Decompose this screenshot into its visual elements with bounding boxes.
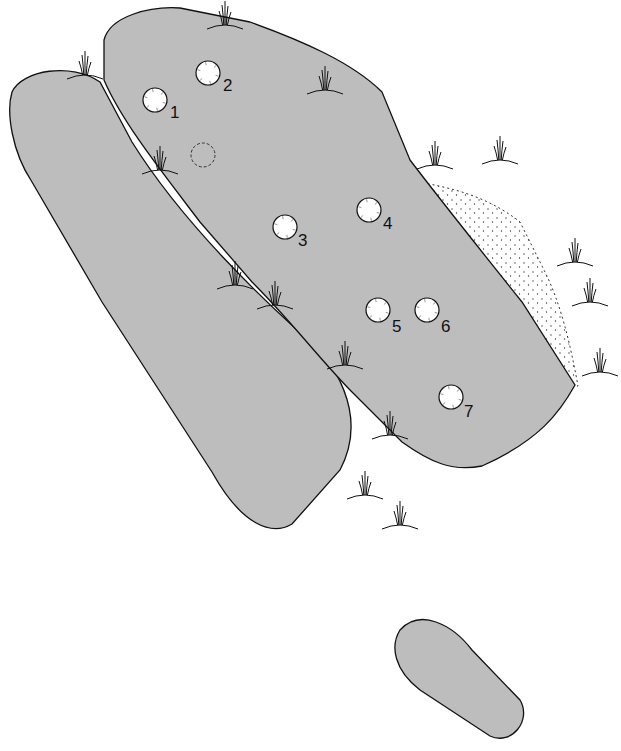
cupmark-tick: [433, 303, 435, 305]
rock-small: [395, 620, 524, 739]
cupmark-tick: [144, 96, 147, 98]
cupmark-tick: [435, 312, 438, 314]
cupmark: [439, 385, 463, 409]
cupmark-tick: [216, 75, 219, 77]
cupmark-tick: [375, 299, 377, 302]
cupmark: [357, 198, 381, 222]
cupmark-tick: [214, 66, 216, 68]
cupmark-tick: [448, 386, 450, 389]
cupmark-tick: [277, 232, 279, 234]
cupmark-tick: [161, 93, 163, 95]
cupmark-tick: [293, 229, 296, 231]
grass-tuft: [372, 411, 408, 439]
cupmark-tick: [419, 315, 421, 317]
grass-tuft: [572, 278, 608, 306]
cupmark: [366, 298, 390, 322]
cupmark-tick: [152, 89, 154, 92]
grass-tuft: [417, 141, 453, 169]
callout-number: 6: [441, 318, 450, 335]
cupmark-tick: [286, 235, 288, 238]
lost-cupmark: [191, 143, 215, 167]
cupmark-tick: [379, 318, 381, 321]
grass-tuft: [257, 281, 293, 309]
cupmark-tick: [366, 199, 368, 202]
cupmark-tick: [452, 405, 454, 408]
cupmark-tick: [424, 299, 426, 302]
cupmark-tick: [361, 215, 363, 217]
rock-main: [104, 8, 575, 468]
grass-tuft: [217, 261, 253, 289]
cupmark-tick: [428, 318, 430, 321]
cupmark-tick: [200, 78, 202, 80]
grass-tuft: [67, 51, 103, 79]
grass-tuft: [327, 341, 363, 369]
cupmark-tick: [358, 206, 361, 208]
cupmark-tick: [274, 223, 277, 225]
cupmark-tick: [416, 306, 419, 308]
cupmark-tick: [377, 212, 380, 214]
callout-number: 3: [298, 232, 307, 249]
grass-tuft: [482, 136, 518, 164]
cupmark-tick: [205, 62, 207, 65]
cupmark: [143, 88, 167, 112]
callout-number: 2: [223, 77, 232, 94]
cupmark-tick: [384, 303, 386, 305]
cupmark-tick: [443, 402, 445, 404]
callout-number: 5: [392, 318, 401, 335]
cupmark-tick: [367, 306, 370, 308]
cupmark-tick: [163, 102, 166, 104]
cupmark-tick: [291, 220, 293, 222]
cupmark-tick: [375, 203, 377, 205]
grass-tuft: [142, 146, 178, 174]
grass-tuft: [582, 348, 618, 376]
cupmark-tick: [457, 390, 459, 392]
grass-tuft: [207, 1, 243, 29]
cupmark-tick: [156, 108, 158, 111]
cupmark-tick: [440, 393, 443, 395]
callout-number: 4: [383, 215, 392, 232]
grass-tuft: [382, 501, 418, 529]
grass-tuft: [557, 238, 593, 266]
callout-number: 7: [464, 403, 473, 420]
cupmark-tick: [282, 216, 284, 219]
cupmark: [196, 61, 220, 85]
cupmark: [415, 298, 439, 322]
cupmark-tick: [370, 218, 372, 221]
cupmark-tick: [459, 399, 462, 401]
cupmark-tick: [370, 315, 372, 317]
grass-tuft: [347, 471, 383, 499]
cupmark-tick: [386, 312, 389, 314]
cupmark-tick: [197, 69, 200, 71]
cupmark-tick: [147, 105, 149, 107]
grass-tuft: [307, 66, 343, 94]
callout-number: 1: [170, 104, 179, 121]
cupmark: [273, 215, 297, 239]
cupmark-tick: [209, 81, 211, 84]
